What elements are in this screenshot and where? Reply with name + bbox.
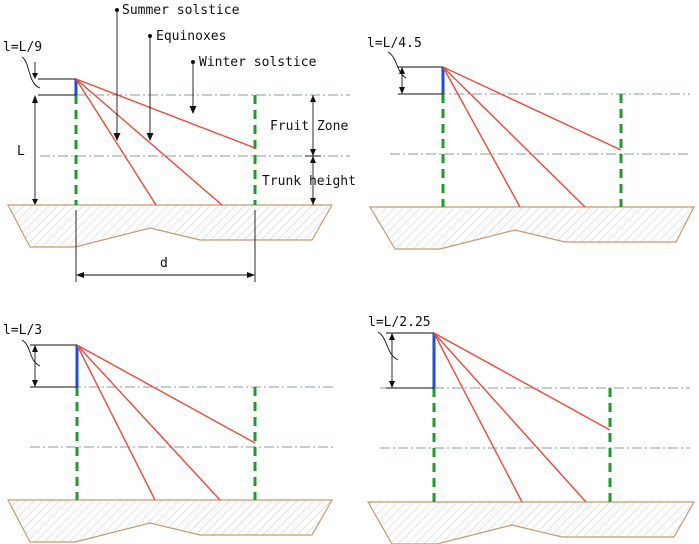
L-arrow-top — [32, 95, 38, 103]
l-leader-curve — [387, 51, 407, 79]
panel-bottom-right: l=L/2.25 — [366, 315, 696, 544]
panel-top-left: Summer solstice Equinoxes Winter solstic… — [3, 3, 356, 282]
panel-bottom-left: l=L/3 — [3, 323, 335, 543]
l-arrow-down — [32, 73, 38, 79]
ray-winter-solstice — [76, 344, 256, 444]
leader-dot-equinoxes — [148, 34, 152, 38]
L-label: L — [17, 144, 25, 159]
label-equinoxes: Equinoxes — [156, 29, 226, 44]
zone-arrow-top — [310, 95, 316, 102]
l-label: l=L/2.25 — [368, 315, 431, 330]
L-arrow-bottom — [32, 199, 38, 205]
label-trunk-height: Trunk height — [262, 174, 356, 189]
l-leader-curve — [21, 339, 41, 367]
zone-arrow-mid-down — [310, 156, 316, 163]
ray-equinoxes — [75, 78, 223, 206]
l-label: l=L/9 — [3, 40, 42, 55]
d-arrow-right — [247, 272, 255, 278]
ray-equinoxes — [433, 332, 587, 503]
label-summer-solstice: Summer solstice — [122, 3, 240, 18]
ray-winter-solstice — [433, 332, 611, 431]
l-arrow-top — [389, 333, 395, 340]
d-label: d — [160, 256, 168, 271]
ray-equinoxes — [442, 66, 586, 208]
arrow-winter — [189, 106, 197, 114]
ray-winter-solstice — [442, 66, 622, 151]
l-label: l=L/4.5 — [367, 36, 422, 51]
l-arrow-bottom — [32, 380, 38, 387]
arrow-equinoxes — [146, 133, 154, 141]
label-fruit-zone: Fruit Zone — [270, 119, 348, 134]
ground-section — [366, 501, 696, 544]
ground-section — [7, 204, 334, 248]
ground-section — [7, 499, 334, 543]
ray-summer-solstice — [433, 332, 523, 503]
zone-arrow-mid-up — [310, 149, 316, 156]
ray-summer-solstice — [76, 344, 156, 501]
l-label: l=L/3 — [3, 323, 42, 338]
arrow-summer — [113, 133, 121, 141]
ray-summer-solstice — [75, 78, 157, 206]
l-leader-curve — [377, 331, 399, 361]
label-winter-solstice: Winter solstice — [199, 55, 317, 70]
ray-summer-solstice — [442, 66, 521, 208]
d-arrow-left — [76, 272, 84, 278]
zone-arrow-bottom — [310, 198, 316, 205]
l-arrow-bottom — [399, 87, 405, 94]
ground-section — [368, 206, 695, 250]
ray-equinoxes — [76, 344, 221, 501]
ray-winter-solstice — [75, 78, 256, 149]
l-arrow-bottom — [389, 381, 395, 388]
l-leader-curve — [21, 56, 41, 89]
panel-top-right: l=L/4.5 — [367, 36, 695, 250]
l-arrow-top — [32, 345, 38, 352]
leader-dot-winter — [191, 60, 195, 64]
leader-dot-summer — [115, 8, 119, 12]
